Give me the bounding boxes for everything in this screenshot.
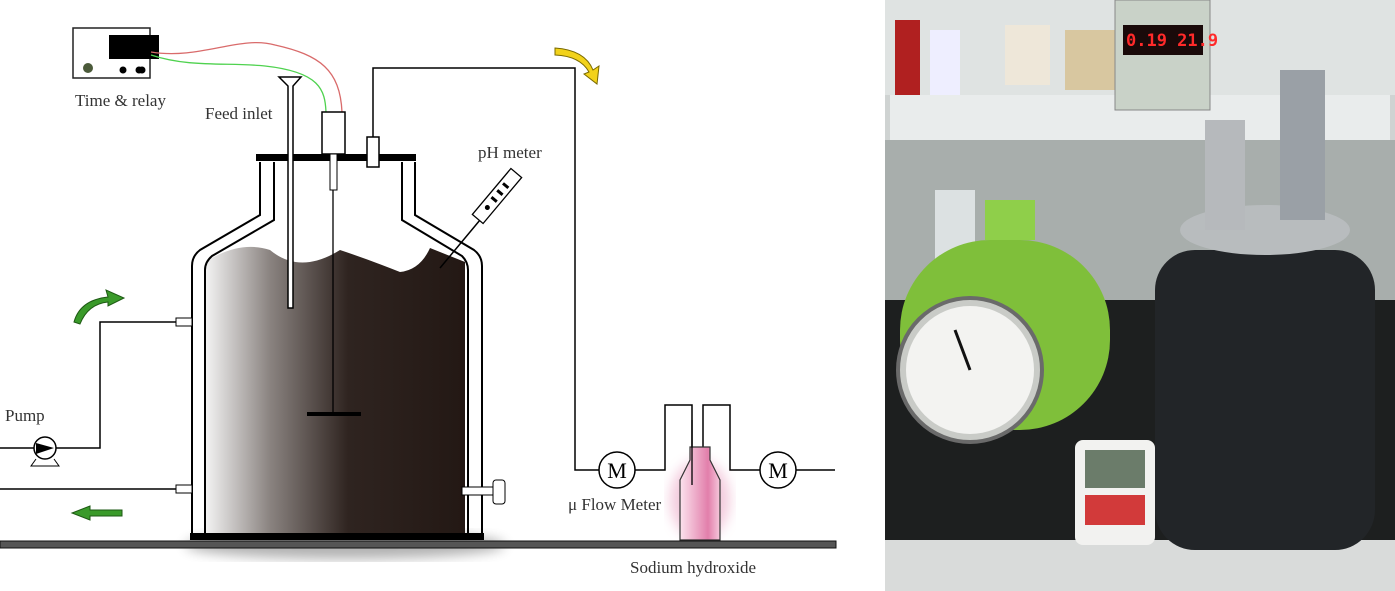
timer-relay-box bbox=[72, 27, 159, 79]
label-flow-meter: μ Flow Meter bbox=[568, 495, 662, 514]
inflow-arrow-icon bbox=[73, 289, 126, 325]
ph-meter-device bbox=[1075, 440, 1155, 545]
outflow-arrow-icon bbox=[70, 505, 123, 521]
naoh-bottle bbox=[679, 446, 721, 541]
label-sodium-hydroxide: Sodium hydroxide bbox=[630, 558, 757, 577]
wire-red bbox=[150, 41, 343, 113]
label-time-relay: Time & relay bbox=[75, 91, 166, 110]
stirrer bbox=[307, 111, 361, 416]
biogas-arrow-icon bbox=[554, 47, 600, 85]
bench-line bbox=[0, 540, 837, 549]
power-supply-display: 0.19 21.9 bbox=[1126, 31, 1218, 51]
meter-symbol: M bbox=[768, 458, 788, 483]
meter-symbol: M bbox=[607, 458, 627, 483]
flow-meter-1: M bbox=[598, 451, 636, 489]
inlet-pipe bbox=[0, 321, 178, 490]
reactor-vessel bbox=[191, 162, 483, 535]
drain-valve bbox=[461, 479, 506, 505]
label-ph-meter: pH meter bbox=[478, 143, 542, 162]
wet-gas-meter bbox=[896, 200, 1110, 444]
feed-inlet-funnel bbox=[277, 76, 303, 309]
anaerobic-reactor-schematic: M M bbox=[0, 27, 837, 559]
gas-outlet-pipe bbox=[366, 67, 835, 505]
ph-meter-probe bbox=[439, 167, 523, 269]
wire-green bbox=[150, 54, 327, 113]
pump-icon bbox=[30, 436, 60, 467]
label-feed-inlet: Feed inlet bbox=[205, 104, 273, 123]
reactor-photo: 0.19 21.9 bbox=[885, 0, 1395, 591]
sludge-liquid bbox=[205, 246, 465, 533]
reactor-base bbox=[190, 533, 484, 540]
flow-meter-2: M bbox=[759, 451, 797, 489]
label-pump: Pump bbox=[5, 406, 45, 425]
glass-reactor bbox=[1155, 70, 1375, 550]
